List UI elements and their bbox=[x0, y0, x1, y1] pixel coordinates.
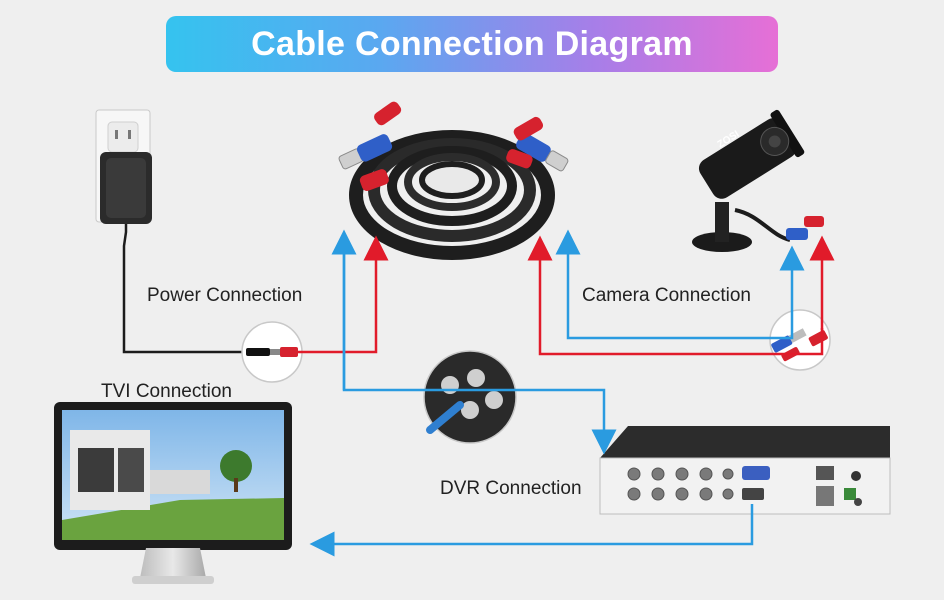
video-line-dvr-to-monitor bbox=[309, 504, 754, 557]
title-banner: Cable Connection Diagram bbox=[166, 16, 778, 72]
monitor-icon bbox=[54, 402, 292, 584]
camera-icon: ZOSI bbox=[692, 109, 824, 252]
power-plug-detail-icon bbox=[241, 321, 303, 383]
power-line-to-cable bbox=[298, 235, 389, 354]
page-title: Cable Connection Diagram bbox=[251, 24, 693, 63]
video-line-camera-to-cable bbox=[555, 229, 794, 340]
dvr-icon bbox=[599, 426, 891, 515]
power-adapter-icon bbox=[100, 152, 250, 354]
dvr-connection-label: DVR Connection bbox=[440, 478, 582, 499]
dvr-bnc-detail-icon bbox=[423, 350, 517, 444]
tvi-connection-label: TVI Connection bbox=[101, 381, 232, 402]
camera-connection-label: Camera Connection bbox=[582, 285, 751, 306]
power-line-camera-to-cable bbox=[527, 235, 824, 356]
power-connection-label: Power Connection bbox=[147, 285, 303, 306]
coax-cable-icon bbox=[338, 101, 569, 260]
